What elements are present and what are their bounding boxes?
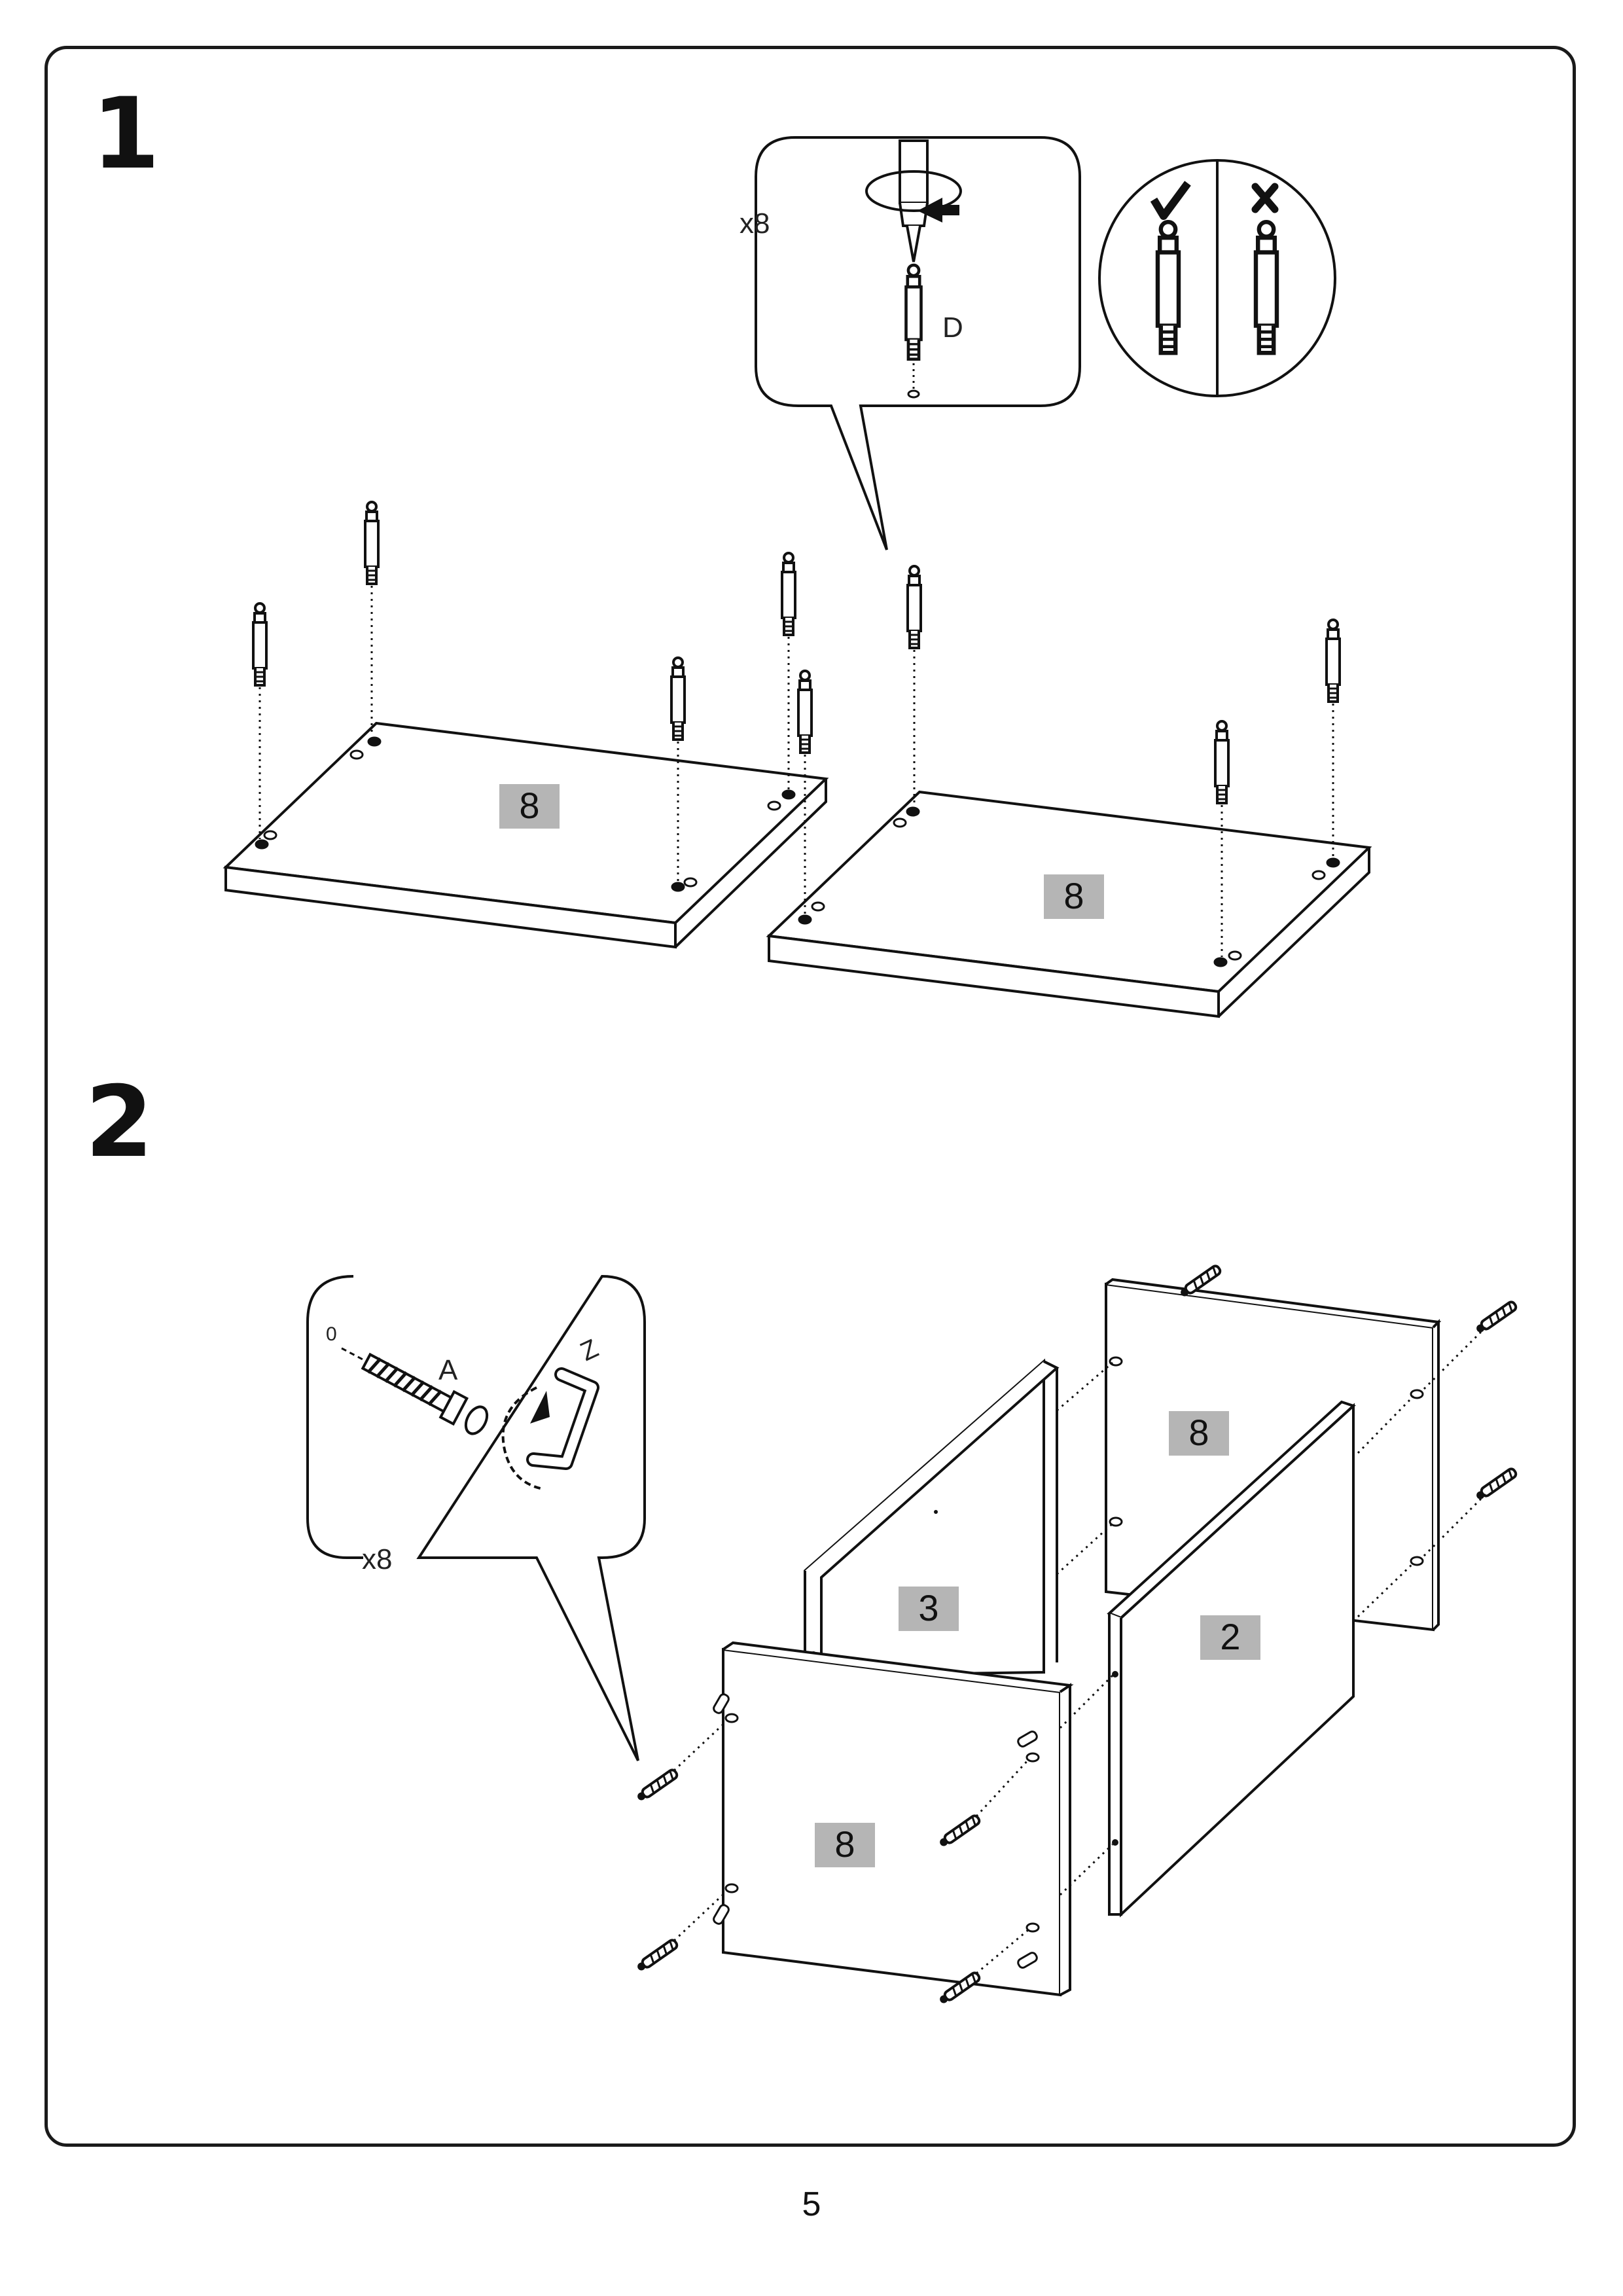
step-number-2: 2 xyxy=(85,1066,154,1179)
panel-label-8-left: 8 xyxy=(519,785,539,826)
dotted-guides xyxy=(1056,1361,1415,1896)
dowel-icon xyxy=(906,265,921,359)
rotate-arrow-icon xyxy=(501,1386,550,1490)
panel-2 xyxy=(1107,1400,1356,1918)
correct-check-icon xyxy=(1150,181,1191,220)
panel-label-bg xyxy=(815,1823,875,1867)
panel-label-2: 2 xyxy=(1220,1616,1240,1657)
allen-key-icon xyxy=(526,1367,599,1470)
panel-8-left xyxy=(223,721,829,949)
panel-3 xyxy=(804,1358,1060,1677)
callout1-quantity: x8 xyxy=(740,207,770,240)
callout2-zero-mark: 0 xyxy=(326,1323,337,1345)
panel-label-8-front: 8 xyxy=(834,1823,855,1865)
panel-label-8-back: 8 xyxy=(1188,1412,1209,1453)
page-frame xyxy=(45,46,1576,2147)
panel-8-front xyxy=(713,1641,1074,1997)
callout-step2 xyxy=(306,1274,646,1761)
dowel-icon xyxy=(252,501,1341,957)
screw-icon xyxy=(634,1263,1519,2007)
callout1-part-label: D xyxy=(942,312,963,344)
step-number-1: 1 xyxy=(92,77,160,191)
panel-label-3: 3 xyxy=(918,1587,938,1628)
panel-label-8-right: 8 xyxy=(1063,875,1084,916)
callout2-quantity: x8 xyxy=(362,1543,392,1575)
correct-incorrect-comparison xyxy=(1098,159,1336,397)
rotate-arrow-icon xyxy=(865,170,962,223)
screw-icon xyxy=(361,1352,469,1426)
panel-label-bg xyxy=(1044,874,1104,919)
panel-label-bg xyxy=(499,784,560,829)
panel-label-bg xyxy=(1169,1411,1229,1456)
wrong-cross-icon xyxy=(1251,183,1279,213)
callout2-part-label: A xyxy=(438,1354,458,1386)
panel-label-bg xyxy=(1200,1615,1260,1660)
panel-label-bg xyxy=(899,1587,959,1631)
page-number: 5 xyxy=(802,2185,821,2223)
